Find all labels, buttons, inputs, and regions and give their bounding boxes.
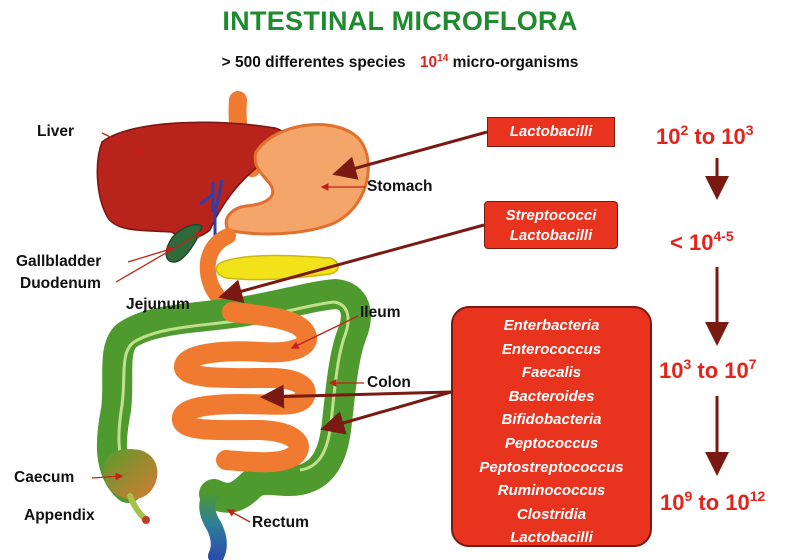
label-duodenum: Duodenum <box>20 275 101 292</box>
page-title: INTESTINAL MICROFLORA <box>222 6 578 36</box>
bacteria-name: Enterbacteria <box>503 317 600 334</box>
caecum <box>103 449 158 500</box>
arrow-small-intestine <box>218 223 485 303</box>
stomach <box>224 123 370 236</box>
count-colon: 109 to 1012 <box>660 488 766 515</box>
label-jejunum: Jejunum <box>126 296 190 313</box>
bacteria-name: Enterococcus <box>501 340 602 358</box>
species-count-text: > 500 differentes species <box>221 54 406 72</box>
bacteria-name: Bifidobacteria <box>501 411 602 429</box>
page-subtitle: > 500 differentes species 1014 micro-org… <box>221 53 579 72</box>
count-stomach: 102 to 103 <box>656 122 754 149</box>
bacteria-box-stomach: Lactobacilli <box>487 117 615 147</box>
organism-count-text: 1014 <box>419 53 449 72</box>
bacteria-name: Peptostreptococcus <box>479 458 624 476</box>
bacteria-name: Lactobacilli <box>509 227 593 244</box>
label-appendix: Appendix <box>24 507 95 524</box>
label-stomach: Stomach <box>367 178 433 195</box>
arrow-stomach <box>332 130 488 180</box>
label-rectum: Rectum <box>252 514 309 531</box>
appendix <box>127 493 147 521</box>
rectum <box>199 484 227 560</box>
label-liver: Liver <box>37 123 75 140</box>
arrow-large-intestine-2 <box>320 390 452 435</box>
bacteria-name: Ruminococcus <box>497 482 606 500</box>
bacteria-name: Lactobacilli <box>510 529 593 547</box>
label-ileum: Ileum <box>360 304 401 321</box>
bacteria-name: Streptococci <box>505 207 597 224</box>
bile-duct <box>199 179 224 236</box>
bacteria-box-small-intestine: Streptococci Lactobacilli <box>484 201 618 249</box>
colon <box>96 279 371 513</box>
count-ileum: 103 to 107 <box>659 356 757 383</box>
bacteria-name: Faecalis <box>521 364 582 382</box>
count-small-intestine: < 104-5 <box>670 228 734 255</box>
arrow-large-intestine-1 <box>260 384 452 409</box>
label-caecum: Caecum <box>14 469 75 486</box>
label-gallbladder: Gallbladder <box>16 253 102 270</box>
bacteria-name: Clostridia <box>516 505 587 523</box>
bacteria-name: Lactobacilli <box>509 123 593 140</box>
bacteria-name: Peptococcus <box>504 434 599 452</box>
small-intestine <box>172 302 317 473</box>
label-colon: Colon <box>367 374 411 391</box>
bacteria-box-large-intestine: Enterbacteria Enterococcus Faecalis Bact… <box>451 306 652 547</box>
pancreas <box>215 254 339 281</box>
bacteria-name: Bacteroides <box>508 387 595 405</box>
